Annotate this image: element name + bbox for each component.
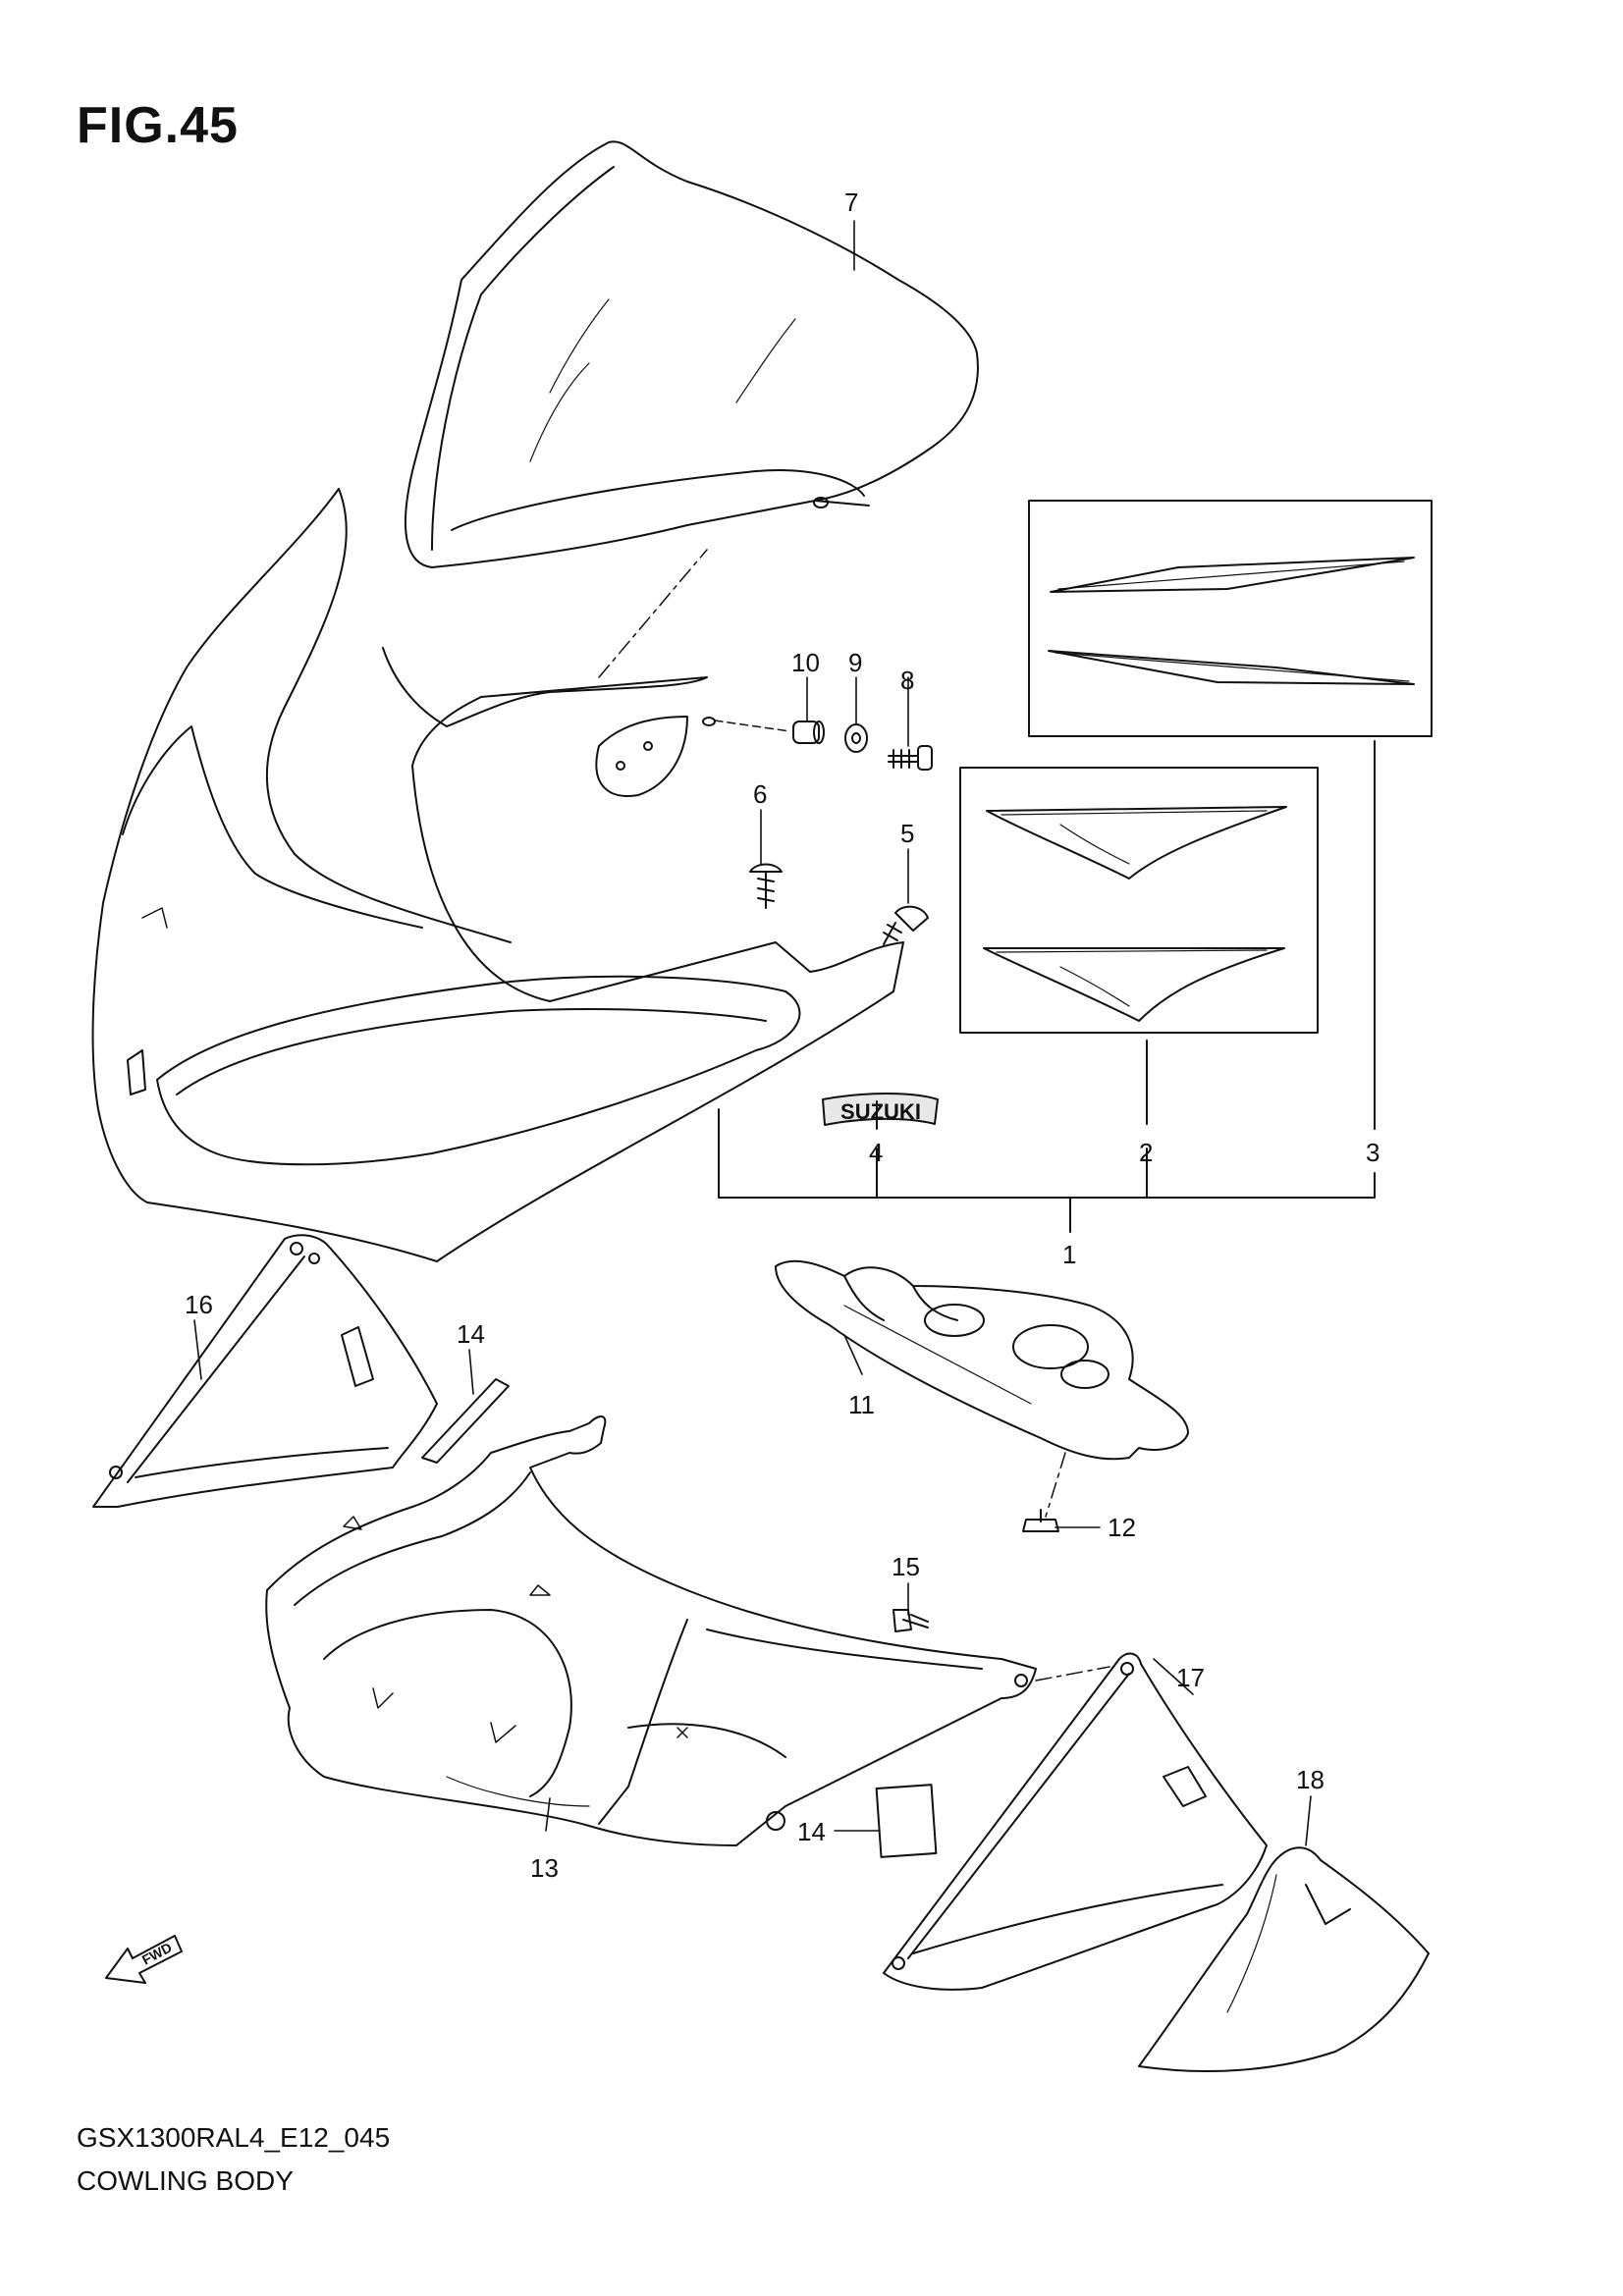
callout-17: 17 bbox=[1176, 1663, 1205, 1692]
callout-14-lower: 14 bbox=[797, 1817, 826, 1846]
screws-mid bbox=[749, 863, 929, 945]
callouts: 7 10 9 8 6 5 3 2 4 1 16 14 11 12 15 17 1… bbox=[185, 187, 1380, 1883]
fwd-arrow-icon: FWD bbox=[105, 1935, 183, 1984]
strip-14-upper bbox=[421, 1378, 510, 1464]
callout-11: 11 bbox=[848, 1390, 875, 1419]
emblem-badge-part bbox=[822, 1093, 939, 1126]
side-trim-part bbox=[1138, 1846, 1430, 2072]
callout-13: 13 bbox=[530, 1853, 559, 1883]
callout-18: 18 bbox=[1296, 1765, 1325, 1794]
figure-title: FIG.45 bbox=[77, 97, 239, 154]
lower-cowl-part bbox=[265, 1415, 1037, 1846]
model-code: GSX1300RAL4_E12_045 bbox=[77, 2122, 391, 2153]
callout-8: 8 bbox=[900, 666, 914, 695]
bolt-12 bbox=[1022, 1509, 1059, 1532]
decal-set-2 bbox=[959, 767, 1319, 1034]
windscreen-part bbox=[404, 140, 979, 568]
callout-3: 3 bbox=[1366, 1138, 1380, 1167]
callout-9: 9 bbox=[848, 648, 862, 677]
callout-2: 2 bbox=[1139, 1138, 1153, 1167]
callout-7: 7 bbox=[844, 187, 858, 217]
callout-12: 12 bbox=[1108, 1513, 1136, 1542]
decal-set-3 bbox=[1028, 500, 1433, 737]
left-inner-panel-part bbox=[92, 1234, 438, 1508]
callout-6: 6 bbox=[753, 779, 767, 809]
callout-1: 1 bbox=[1062, 1240, 1076, 1269]
bolt-15 bbox=[893, 1609, 929, 1632]
section-name: COWLING BODY bbox=[77, 2165, 294, 2196]
pad-14-lower bbox=[875, 1784, 938, 1858]
callout-10: 10 bbox=[791, 648, 820, 677]
right-inner-panel-part bbox=[883, 1652, 1268, 1991]
assembly-bracket bbox=[718, 740, 1376, 1233]
emblem-text: SUZUKI bbox=[840, 1099, 921, 1124]
callout-14-upper: 14 bbox=[457, 1319, 485, 1349]
inner-panel-part bbox=[775, 1259, 1189, 1461]
leader-lines bbox=[193, 220, 1312, 1846]
callout-15: 15 bbox=[892, 1552, 920, 1581]
fasteners-top bbox=[714, 720, 933, 771]
callout-5: 5 bbox=[900, 819, 914, 848]
upper-cowl-part bbox=[91, 488, 904, 1262]
callout-4: 4 bbox=[869, 1138, 883, 1167]
callout-16: 16 bbox=[185, 1290, 213, 1319]
